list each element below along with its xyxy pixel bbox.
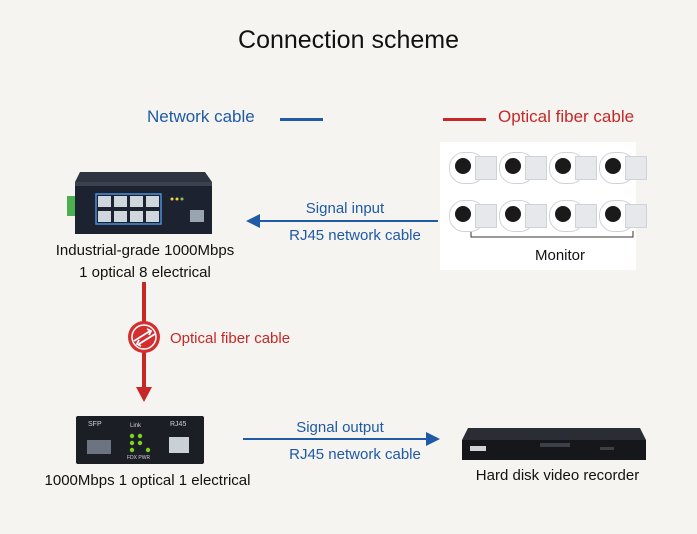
camera-icon <box>447 196 497 232</box>
legend-fiber-cable-line <box>443 118 486 121</box>
output-cable-label: RJ45 network cable <box>289 446 421 463</box>
converter-sfp-label: SFP <box>88 421 102 428</box>
converter-label: 1000Mbps 1 optical 1 electrical <box>44 472 251 489</box>
camera-icon <box>597 148 647 184</box>
legend-network-cable-line <box>280 118 323 121</box>
camera-icon <box>597 196 647 232</box>
legend-fiber-cable-label: Optical fiber cable <box>498 107 635 126</box>
switch-device <box>67 172 212 234</box>
media-converter-device <box>76 416 204 464</box>
page-title: Connection scheme <box>238 26 459 54</box>
recorder-label: Hard disk video recorder <box>475 467 640 484</box>
signal-input-label: Signal input <box>305 200 385 217</box>
camera-icon <box>547 148 597 184</box>
monitor-label: Monitor <box>534 247 586 264</box>
converter-rj45-label: RJ45 <box>170 421 187 428</box>
switch-label: Industrial-grade 1000Mbps 1 optical 8 el… <box>30 240 260 284</box>
monitor-cameras <box>447 148 653 238</box>
camera-icon <box>497 148 547 184</box>
converter-link-label: Link <box>130 423 142 429</box>
switch-label-line1: Industrial-grade 1000Mbps <box>55 242 235 259</box>
camera-icon <box>497 196 547 232</box>
legend-network-cable-label: Network cable <box>147 107 255 126</box>
fiber-cable-label: Optical fiber cable <box>170 330 291 347</box>
converter-fdx-label: FDX PWR <box>127 455 151 461</box>
camera-icon <box>547 196 597 232</box>
input-cable-label: RJ45 network cable <box>289 227 421 244</box>
dvr-device <box>462 428 646 460</box>
signal-output-label: Signal output <box>296 419 384 436</box>
switch-label-line2: 1 optical 8 electrical <box>79 264 211 281</box>
camera-icon <box>447 148 497 184</box>
